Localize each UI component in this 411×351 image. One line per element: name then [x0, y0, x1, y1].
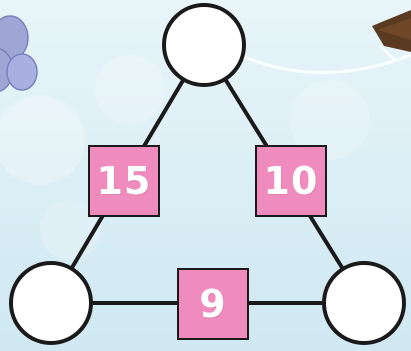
answer-circle-top[interactable]	[162, 3, 246, 87]
swoosh-decoration	[239, 53, 411, 74]
flower-icon	[0, 15, 38, 92]
bubble-decoration	[290, 80, 370, 160]
sum-box-bottom: 9	[177, 268, 249, 340]
bubble-decoration	[0, 95, 85, 185]
bubble-decoration	[95, 55, 165, 125]
kite-icon	[372, 10, 411, 61]
answer-circle-bottom-right[interactable]	[322, 261, 406, 345]
answer-circle-bottom-left[interactable]	[9, 261, 93, 345]
sum-box-left: 15	[88, 145, 160, 217]
sum-box-right: 10	[255, 145, 327, 217]
